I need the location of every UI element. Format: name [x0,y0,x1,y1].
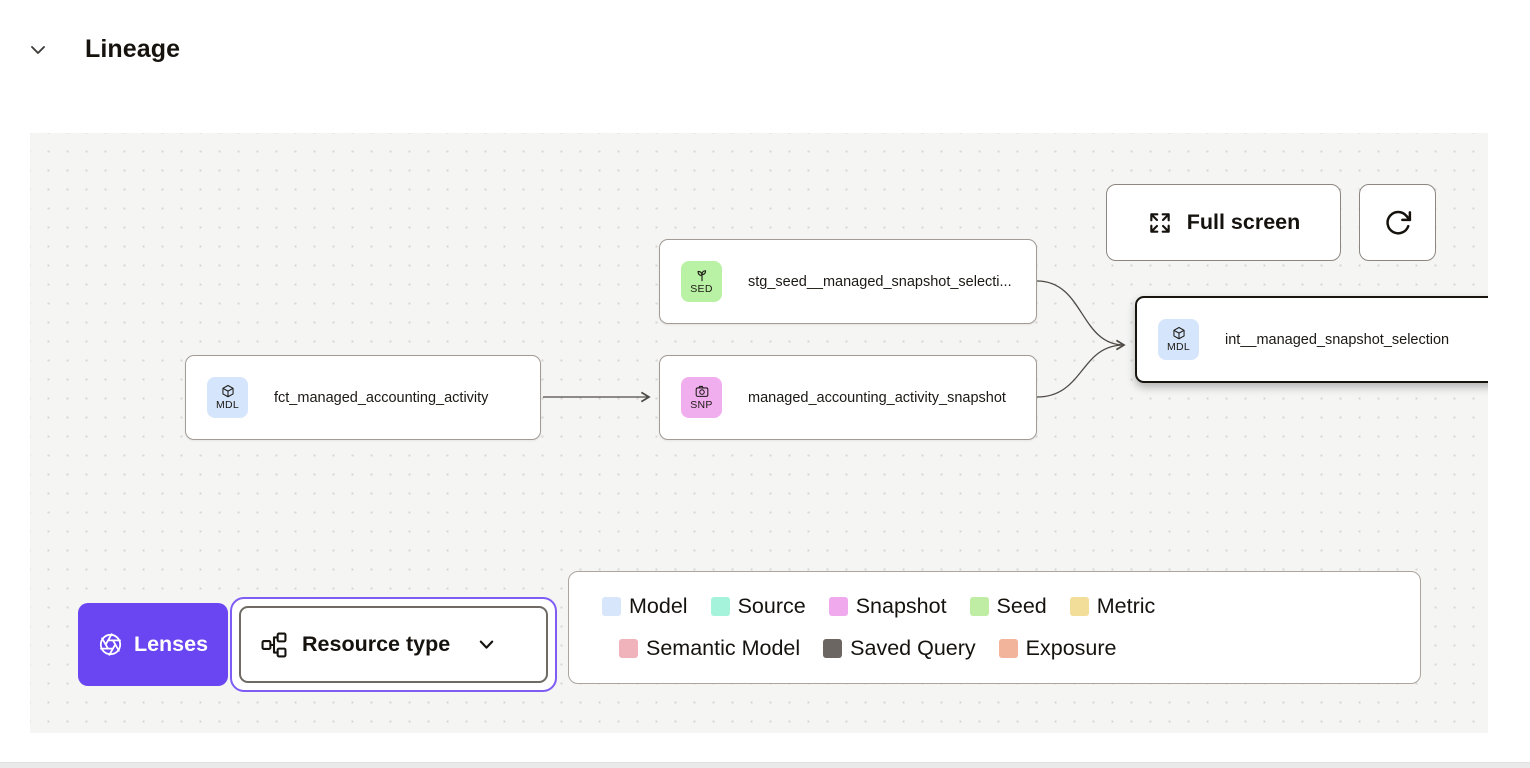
badge-code: MDL [1166,341,1191,354]
legend-label: Semantic Model [646,636,801,660]
legend-swatch [710,597,730,616]
legend-item-snapshot: Snapshot [828,594,947,619]
legend-swatch [828,597,848,616]
cube-icon [221,385,234,398]
full-screen-button[interactable]: Full screen [1106,184,1341,261]
badge-code: SED [690,283,713,296]
cube-icon [1172,327,1185,340]
next-section-divider [0,762,1530,768]
model-badge: MDL [207,377,248,418]
badge-code: SNP [690,399,713,412]
legend-item-exposure: Exposure [998,636,1117,661]
legend-item-seed: Seed [969,594,1047,619]
node-label: managed_accounting_activity_snapshot [748,389,1006,406]
legend-label: Saved Query [850,636,976,660]
legend-swatch [602,597,621,616]
legend-swatch [969,597,989,616]
legend-label: Seed [996,594,1047,618]
legend-row-2: Semantic Model Saved Query Exposure [619,636,1387,661]
lineage-node-fct-managed-accounting-activity[interactable]: MDL fct_managed_accounting_activity [185,355,541,440]
legend-label: Model [629,594,688,618]
legend-label: Source [737,594,806,618]
lenses-button[interactable]: Lenses [78,603,228,686]
resource-type-focus-ring: Resource type [230,597,557,692]
camera-icon [695,386,708,398]
section-collapse-chevron-icon[interactable] [27,39,49,61]
legend-label: Exposure [1025,636,1117,660]
node-label: int__managed_snapshot_selection [1225,331,1450,348]
legend-item-saved-query: Saved Query [823,636,976,661]
legend-item-model: Model [602,594,688,619]
refresh-button[interactable] [1359,184,1436,261]
seed-badge: SED [681,261,722,302]
legend-item-semantic-model: Semantic Model [619,636,800,661]
seedling-icon [697,270,706,282]
lineage-node-stg-seed-managed-snapshot-selection[interactable]: SED stg_seed__managed_snapshot_selecti..… [659,239,1037,324]
legend-item-source: Source [710,594,806,619]
legend-swatch [998,639,1018,658]
legend-swatch [619,639,638,658]
badge-code: MDL [215,399,240,412]
aperture-icon [99,633,122,656]
lineage-node-managed-accounting-activity-snapshot[interactable]: SNP managed_accounting_activity_snapshot [659,355,1037,440]
legend-label: Snapshot [855,594,947,618]
lineage-node-int-managed-snapshot-selection[interactable]: MDL int__managed_snapshot_selection [1135,296,1488,383]
resource-type-legend: Model Source Snapshot Seed Metric Semantic M… [568,571,1421,684]
legend-item-metric: Metric [1069,594,1156,619]
lenses-label: Lenses [133,632,209,656]
refresh-icon [1385,210,1411,235]
model-badge: MDL [1158,319,1199,360]
page-title: Lineage [85,35,181,63]
lineage-canvas[interactable]: SED stg_seed__managed_snapshot_selecti..… [30,133,1488,733]
node-label: fct_managed_accounting_activity [274,389,489,406]
full-screen-label: Full screen [1186,210,1301,234]
legend-swatch [823,639,843,658]
expand-icon [1149,212,1170,233]
legend-label: Metric [1096,594,1156,618]
legend-swatch [1069,597,1089,616]
lineage-section-header: Lineage [0,0,1530,100]
lineage-graph-icon [261,632,287,657]
node-label: stg_seed__managed_snapshot_selecti... [748,273,1012,290]
chevron-down-icon [477,635,496,654]
resource-type-label: Resource type [302,632,451,656]
snapshot-badge: SNP [681,377,722,418]
resource-type-dropdown[interactable]: Resource type [239,606,548,683]
legend-row-1: Model Source Snapshot Seed Metric [602,594,1387,619]
